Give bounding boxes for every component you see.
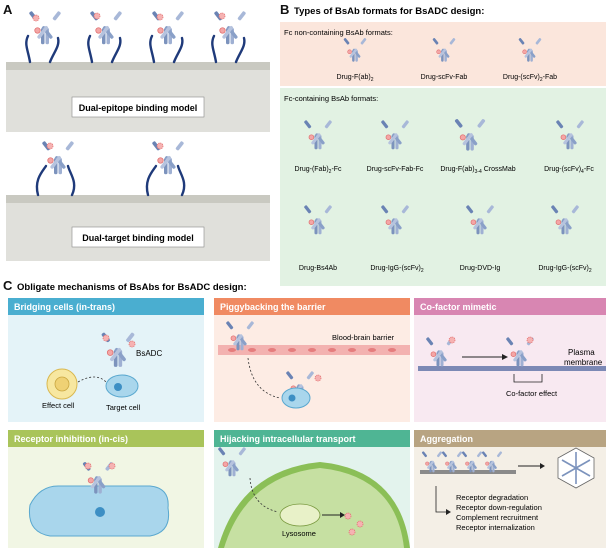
dual-target-label: Dual-target binding model <box>82 233 194 243</box>
mechanism-card-bg <box>214 298 410 422</box>
fc-cont-labels: Drug-(Fab)2-Fc Drug-scFv-Fab-Fc Drug-F(a… <box>294 166 594 274</box>
mechanism-card-header <box>8 430 204 447</box>
panel-b-letter: B <box>280 2 289 17</box>
target-cell <box>105 374 139 398</box>
agg-outcome-1: Receptor degradation <box>456 493 528 502</box>
mechanism-card-title: Hijacking intracellular transport <box>220 434 356 444</box>
format-label: Drug-F(ab)2 <box>336 74 373 83</box>
mechanism-card-header <box>8 298 204 315</box>
barrier-label: Blood-brain barrier <box>332 333 395 342</box>
dual-epitope-label-box <box>71 96 205 118</box>
mechanism-card-title: Bridging cells (in-trans) <box>14 302 115 312</box>
antibody-a4 <box>213 10 247 45</box>
bsadc-label: BsADC <box>136 349 162 358</box>
panel-b: B Types of BsAb formats for BsADC design… <box>280 2 606 286</box>
antibody-a3 <box>151 10 185 45</box>
effect-cell-label: Effect cell <box>42 401 75 410</box>
agg-outcome-3: Complement recruitment <box>456 513 539 522</box>
target-cell-label: Target cell <box>106 403 141 412</box>
format-label: Drug-IgG-(scFv)2 <box>370 265 424 274</box>
mechanism-card-header <box>414 430 606 447</box>
lysosome-label: Lysosome <box>282 529 316 538</box>
cofactor-effect-label: Co-factor effect <box>506 389 558 398</box>
fc-non-labels: Drug-F(ab)2 Drug-scFv-Fab Drug-(scFv)2-F… <box>336 74 557 83</box>
plasma-membrane-line <box>418 366 606 371</box>
cofactor-illustration: Plasma membrane Co-factor effect <box>418 336 606 398</box>
mechanism-card-title: Receptor inhibition (in-cis) <box>14 434 128 444</box>
mechanism-card-bg <box>8 298 204 422</box>
format-label: Drug-(scFv)2-Fab <box>503 74 557 83</box>
receptor-inhibition-illustration <box>28 461 170 537</box>
agg-outcome-2: Receptor down-regulation <box>456 503 542 512</box>
receptor-cluster-bottom <box>35 164 186 197</box>
plasma-label-2: membrane <box>564 358 603 367</box>
mechanism-card-header <box>214 298 410 315</box>
mechanism-cards: Bridging cells (in-trans) Piggybacking th… <box>8 298 606 548</box>
piggyback-illustration: Blood-brain barrier <box>218 320 410 409</box>
receptor-cluster-top <box>25 34 246 64</box>
format-label: Drug-IgG-(scFv)2 <box>538 265 592 274</box>
aggregation-illustration: Receptor degradation Receptor down-regul… <box>420 447 595 532</box>
mechanism-card-header <box>414 298 606 315</box>
fc-cont-header: Fc-containing BsAb formats: <box>284 94 378 103</box>
bridging-illustration: BsADC Effect cell Target cell <box>42 331 162 412</box>
fc-non-header: Fc non-containing BsAb formats: <box>284 28 393 37</box>
mechanism-card-title: Co-factor mimetic <box>420 302 497 312</box>
panel-b-title: Types of BsAb formats for BsADC design: <box>294 6 484 17</box>
membrane-surface-top <box>6 62 270 70</box>
fc-containing-box <box>280 88 606 286</box>
antibody-a1 <box>28 10 62 45</box>
panel-c-letter: C <box>3 278 13 293</box>
mechanism-card-header <box>214 430 410 447</box>
format-label: Drug-(Fab)2-Fc <box>294 166 342 175</box>
panel-c-title: Obligate mechanisms of BsAbs for BsADC d… <box>17 282 247 293</box>
dual-epitope-label: Dual-epitope binding model <box>79 103 198 113</box>
panel-a: A Dual-epitope binding model <box>3 2 270 261</box>
mechanism-card: Bridging cells (in-trans) <box>8 298 204 422</box>
lysosome <box>279 503 321 527</box>
format-label: Drug-DVD-Ig <box>460 265 501 272</box>
mechanism-card-title: Aggregation <box>420 434 473 444</box>
mechanism-card: Piggybacking the barrier <box>214 298 410 422</box>
format-label: Drug-scFv-Fab-Fc <box>367 166 424 173</box>
membrane-surface-bottom <box>6 195 270 203</box>
panel-c: C Obligate mechanisms of BsAbs for BsADC… <box>3 278 606 548</box>
format-label: Drug-(scFv)4-Fc <box>544 166 594 175</box>
format-label: Drug-F(ab)3-4 CrossMab <box>440 166 515 175</box>
format-label: Drug-Bs4Ab <box>299 265 337 272</box>
format-label: Drug-scFv-Fab <box>421 74 468 81</box>
agg-outcome-4: Receptor internalization <box>456 523 535 532</box>
panel-a-letter: A <box>3 2 13 17</box>
hijack-illustration: Lysosome <box>217 446 410 548</box>
plasma-label-1: Plasma <box>568 348 595 357</box>
mechanism-card-title: Piggybacking the barrier <box>220 302 326 312</box>
dual-target-label-box <box>71 226 205 248</box>
